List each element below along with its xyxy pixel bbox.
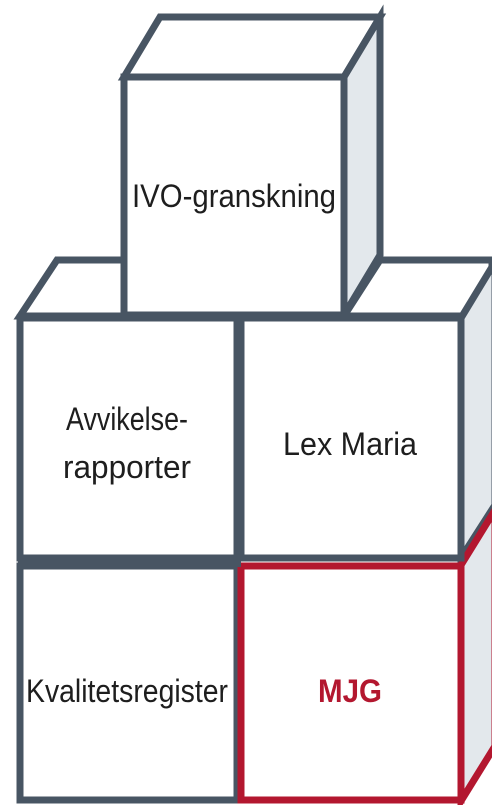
cube-ivo-granskning: IVO-granskning: [124, 17, 380, 315]
cube-mjg-side-face: [461, 510, 492, 801]
cube-avvikelse-front-face: [20, 318, 237, 558]
cube-avvikelse-label-line1: Avvikelse-: [66, 401, 188, 437]
cube-kvalitetsregister: Kvalitetsregister: [20, 566, 237, 800]
cube-lex-maria: Lex Maria: [241, 318, 461, 558]
cube-kvalitetsregister-label: Kvalitetsregister: [26, 673, 228, 709]
cube-lexmaria-side-face: [461, 262, 492, 558]
cube-avvikelserapporter: Avvikelse- rapporter: [20, 318, 237, 558]
cube-mjg: MJG: [241, 566, 461, 800]
cube-lexmaria-label: Lex Maria: [283, 426, 417, 462]
cube-mjg-label: MJG: [318, 673, 382, 709]
cube-ivo-label: IVO-granskning: [132, 178, 336, 214]
cube-ivo-top-face: [124, 17, 380, 77]
cube-avvikelse-label-line2: rapporter: [63, 449, 191, 485]
cube-avvikelse-top-face: [20, 260, 124, 316]
